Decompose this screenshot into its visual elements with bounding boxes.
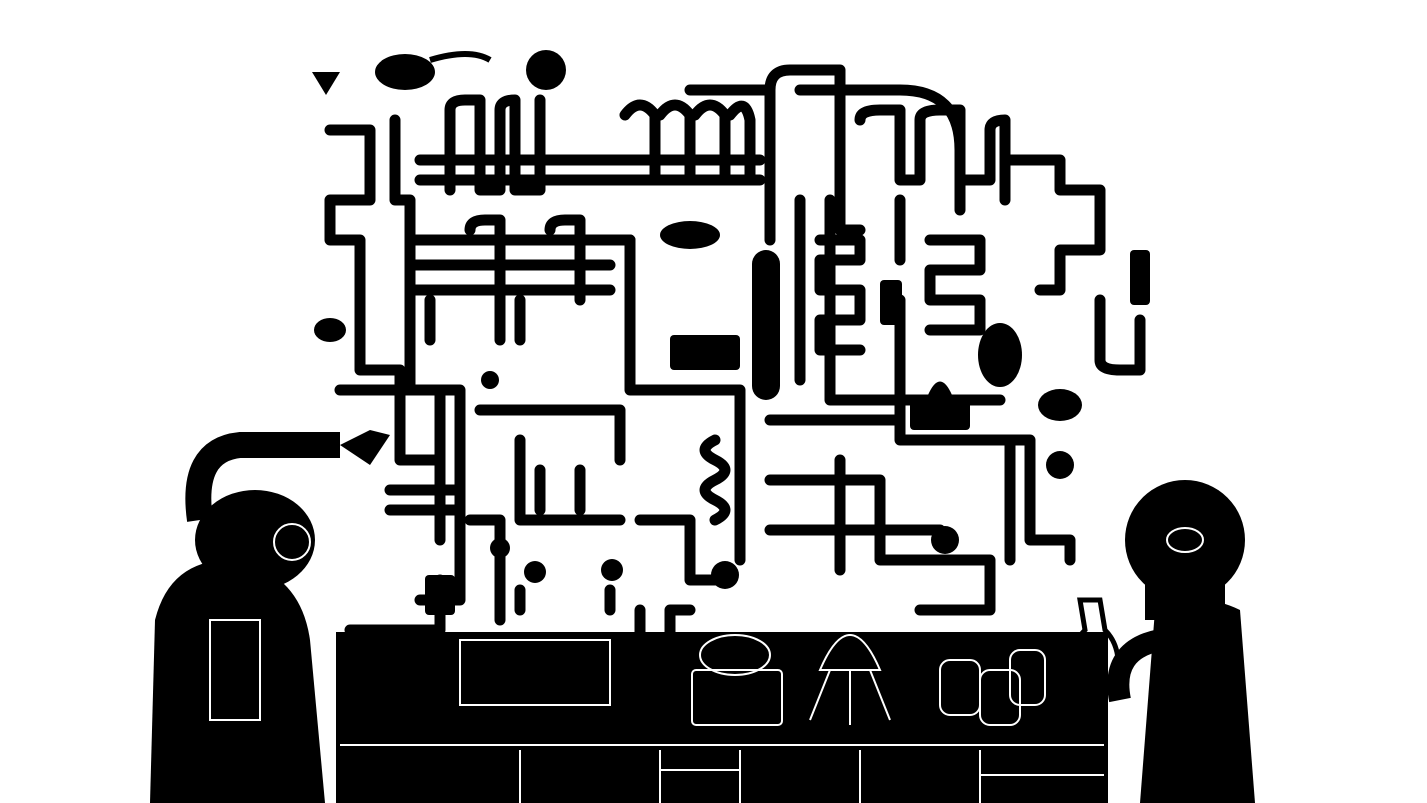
scientist-right xyxy=(1069,480,1255,803)
pipe-network xyxy=(324,64,1146,666)
lab-bench xyxy=(336,632,1108,803)
scientist-left xyxy=(150,430,390,803)
coil-spiral xyxy=(699,434,731,526)
glassware xyxy=(312,50,1150,615)
